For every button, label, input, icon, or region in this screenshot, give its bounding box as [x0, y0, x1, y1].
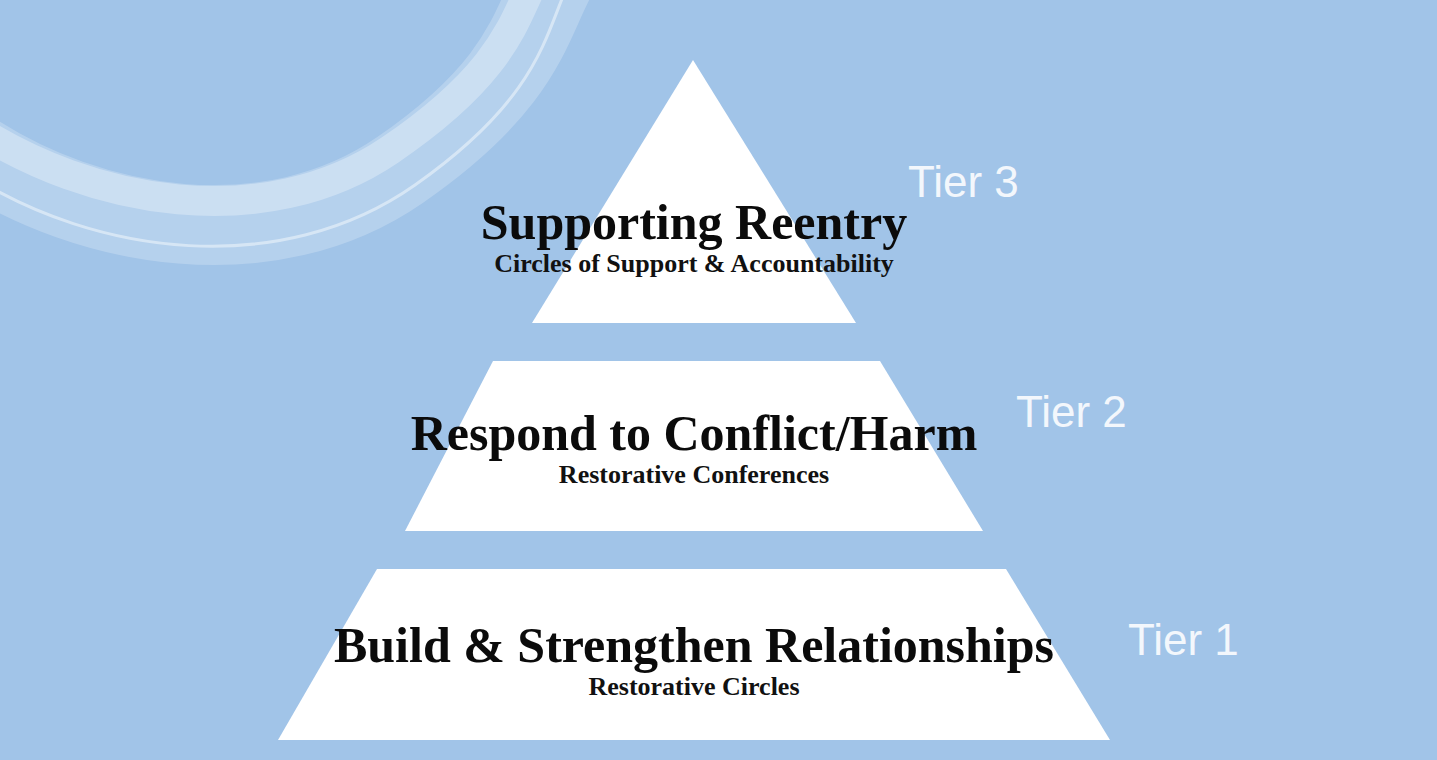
tier-subheading: Restorative Circles: [0, 672, 1410, 702]
pyramid-tier: Supporting ReentryCircles of Support & A…: [532, 60, 856, 323]
tier-label: Tier 3: [908, 157, 1019, 207]
tier-text: Supporting ReentryCircles of Support & A…: [232, 195, 1156, 279]
swoosh-band: [0, 0, 560, 225]
tier-fill: [532, 60, 856, 323]
tier-subheading: Restorative Conferences: [105, 460, 1283, 490]
tier-label: Tier 1: [1128, 615, 1239, 665]
tier-subheading: Circles of Support & Accountability: [232, 249, 1156, 279]
pyramid-tier: Respond to Conflict/HarmRestorative Conf…: [405, 361, 983, 531]
pyramid-tier: Build & Strengthen RelationshipsRestorat…: [278, 569, 1110, 740]
tier-label: Tier 2: [1016, 387, 1127, 437]
swoosh-band: [0, 0, 540, 201]
tier-shape: [532, 60, 856, 323]
